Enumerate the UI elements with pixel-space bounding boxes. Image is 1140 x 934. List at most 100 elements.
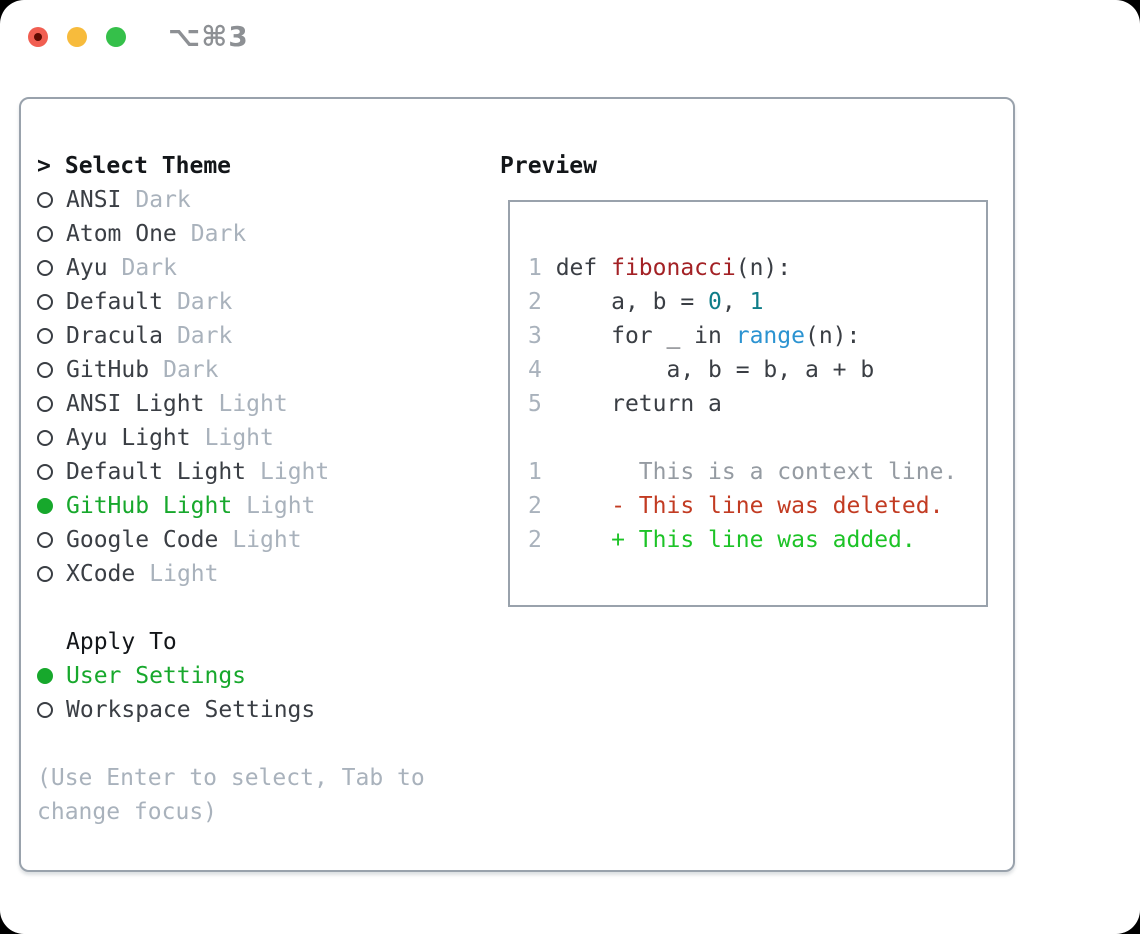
line-number: 4 <box>528 357 556 383</box>
radio-unselected-icon[interactable] <box>37 362 53 378</box>
theme-name: GitHub <box>66 357 150 383</box>
theme-variant-label: Light <box>232 527 302 553</box>
theme-name: XCode <box>66 561 136 587</box>
code-line: 2 + This line was added. <box>528 523 986 557</box>
theme-variant-label: Light <box>218 391 288 417</box>
apply-option-label: User Settings <box>66 663 247 689</box>
theme-option-github-light-light[interactable]: GitHub Light Light <box>37 489 487 523</box>
line-number: 2 <box>528 527 556 553</box>
theme-name: Ayu <box>66 255 108 281</box>
code-segment-text: return a <box>555 391 722 417</box>
line-number: 2 <box>528 493 556 519</box>
code-segment-text: a, b = <box>555 289 709 315</box>
theme-name: Dracula <box>66 323 163 349</box>
preview-title: Preview <box>500 153 597 179</box>
close-button[interactable] <box>28 27 48 47</box>
theme-variant-label: Dark <box>135 187 191 213</box>
code-segment-function: fibonacci <box>611 255 736 281</box>
theme-variant-label: Light <box>204 425 274 451</box>
code-segment-number: 1 <box>749 289 764 315</box>
code-line: 1 def fibonacci(n): <box>528 251 986 285</box>
theme-name: ANSI Light <box>66 391 205 417</box>
line-number: 2 <box>528 289 556 315</box>
theme-variant-label: Dark <box>176 289 233 315</box>
spacer <box>37 727 487 761</box>
theme-option-ayu-light-light[interactable]: Ayu Light Light <box>37 421 487 455</box>
theme-name: Default Light <box>66 459 247 485</box>
theme-name: Google Code <box>66 527 219 553</box>
code-line: 1 This is a context line. <box>528 455 986 489</box>
radio-unselected-icon[interactable] <box>37 260 53 276</box>
radio-unselected-icon[interactable] <box>37 566 53 582</box>
code-line: 2 a, b = 0, 1 <box>528 285 986 319</box>
apply-option-workspace-settings[interactable]: Workspace Settings <box>37 693 487 727</box>
theme-option-default-light-light[interactable]: Default Light Light <box>37 455 487 489</box>
code-segment-added: + This line was added. <box>555 527 916 553</box>
code-segment-deleted: - This line was deleted. <box>555 493 944 519</box>
radio-unselected-icon[interactable] <box>37 532 53 548</box>
apply-option-user-settings[interactable]: User Settings <box>37 659 487 693</box>
keyboard-hint-line-2: change focus) <box>37 799 218 825</box>
code-segment-text: , <box>721 289 750 315</box>
radio-unselected-icon[interactable] <box>37 464 53 480</box>
code-line <box>528 421 986 455</box>
minimize-button[interactable] <box>67 27 87 47</box>
code-line: 5 return a <box>528 387 986 421</box>
theme-variant-label: Dark <box>163 357 219 383</box>
zoom-button[interactable] <box>106 27 126 47</box>
line-number: 1 <box>528 255 556 281</box>
radio-unselected-icon[interactable] <box>37 430 53 446</box>
code-segment-text: def <box>555 255 612 281</box>
code-line: 4 a, b = b, a + b <box>528 353 986 387</box>
theme-option-google-code-light[interactable]: Google Code Light <box>37 523 487 557</box>
prompt-chevron-icon: > <box>37 153 51 179</box>
radio-unselected-icon[interactable] <box>37 702 53 718</box>
window-title: ⌥⌘3 <box>168 20 249 53</box>
radio-selected-icon[interactable] <box>37 668 53 684</box>
theme-variant-label: Light <box>246 493 316 519</box>
radio-selected-icon[interactable] <box>37 498 53 514</box>
line-number: 1 <box>528 459 556 485</box>
theme-name: ANSI <box>66 187 122 213</box>
theme-name: GitHub Light <box>66 493 233 519</box>
theme-name: Ayu Light <box>66 425 191 451</box>
theme-option-default-dark[interactable]: Default Dark <box>37 285 487 319</box>
theme-option-xcode-light[interactable]: XCode Light <box>37 557 487 591</box>
theme-variant-label: Dark <box>176 323 233 349</box>
select-theme-title: Select Theme <box>64 153 232 179</box>
code-line: 2 - This line was deleted. <box>528 489 986 523</box>
select-theme-header: > Select Theme <box>37 149 487 183</box>
theme-name: Atom One <box>66 221 177 247</box>
theme-variant-label: Dark <box>190 221 247 247</box>
theme-variant-label: Light <box>260 459 330 485</box>
code-line: 3 for _ in range(n): <box>528 319 986 353</box>
radio-unselected-icon[interactable] <box>37 192 53 208</box>
theme-option-atom-one-dark[interactable]: Atom One Dark <box>37 217 487 251</box>
theme-option-dracula-dark[interactable]: Dracula Dark <box>37 319 487 353</box>
line-number: 3 <box>528 323 556 349</box>
spacer <box>37 591 487 625</box>
code-segment-context: This is a context line. <box>555 459 958 485</box>
keyboard-hint-line-1: (Use Enter to select, Tab to <box>37 765 425 791</box>
theme-option-github-dark[interactable]: GitHub Dark <box>37 353 487 387</box>
code-segment-text: (n): <box>804 323 861 349</box>
radio-unselected-icon[interactable] <box>37 328 53 344</box>
apply-option-label: Workspace Settings <box>66 697 316 723</box>
theme-variant-label: Light <box>149 561 219 587</box>
theme-option-ansi-light-light[interactable]: ANSI Light Light <box>37 387 487 421</box>
code-segment-text: a, b = b, a + b <box>555 357 875 383</box>
code-segment-builtin: range <box>735 323 805 349</box>
code-segment-text: for _ in <box>555 323 736 349</box>
radio-unselected-icon[interactable] <box>37 226 53 242</box>
theme-name: Default <box>66 289 163 315</box>
radio-unselected-icon[interactable] <box>37 396 53 412</box>
theme-option-ansi-dark[interactable]: ANSI Dark <box>37 183 487 217</box>
radio-unselected-icon[interactable] <box>37 294 53 310</box>
